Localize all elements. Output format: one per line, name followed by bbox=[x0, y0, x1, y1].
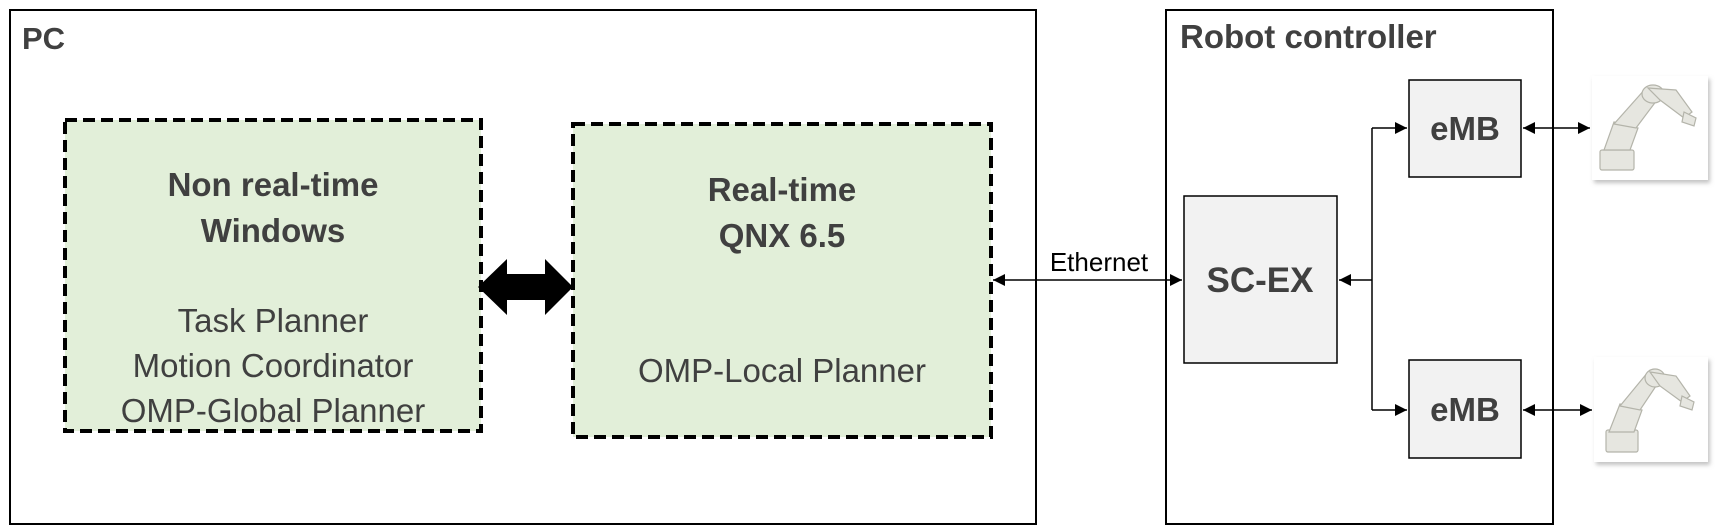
non-realtime-module bbox=[63, 118, 483, 433]
emb-bottom-box bbox=[1408, 359, 1522, 459]
bidirectional-block-arrow bbox=[478, 259, 573, 315]
robot-arm-bottom-icon bbox=[1605, 368, 1695, 453]
realtime-os: QNX 6.5 bbox=[719, 217, 846, 254]
task-planner-label: Task Planner bbox=[178, 302, 369, 339]
omp-local-planner-label: OMP-Local Planner bbox=[638, 352, 926, 389]
non-realtime-title: Non real-time bbox=[168, 166, 379, 203]
ethernet-label: Ethernet bbox=[1050, 247, 1149, 277]
non-realtime-os: Windows bbox=[201, 212, 346, 249]
robot-arm-bottom-image bbox=[1594, 357, 1708, 462]
robot-arm-top-image bbox=[1592, 76, 1708, 180]
robot-arm-top-icon bbox=[1599, 84, 1697, 171]
realtime-module bbox=[571, 122, 993, 439]
pc-title: PC bbox=[22, 21, 65, 56]
emb-top-box bbox=[1408, 79, 1522, 178]
sc-ex-box bbox=[1183, 195, 1338, 364]
robot-controller-title: Robot controller bbox=[1180, 18, 1437, 55]
realtime-title: Real-time bbox=[708, 171, 857, 208]
motion-coordinator-label: Motion Coordinator bbox=[133, 347, 414, 384]
omp-global-planner-label: OMP-Global Planner bbox=[121, 392, 425, 429]
emb-top-label: eMB bbox=[1430, 110, 1500, 147]
emb-bottom-label: eMB bbox=[1430, 391, 1500, 428]
sc-ex-label: SC-EX bbox=[1207, 261, 1315, 300]
